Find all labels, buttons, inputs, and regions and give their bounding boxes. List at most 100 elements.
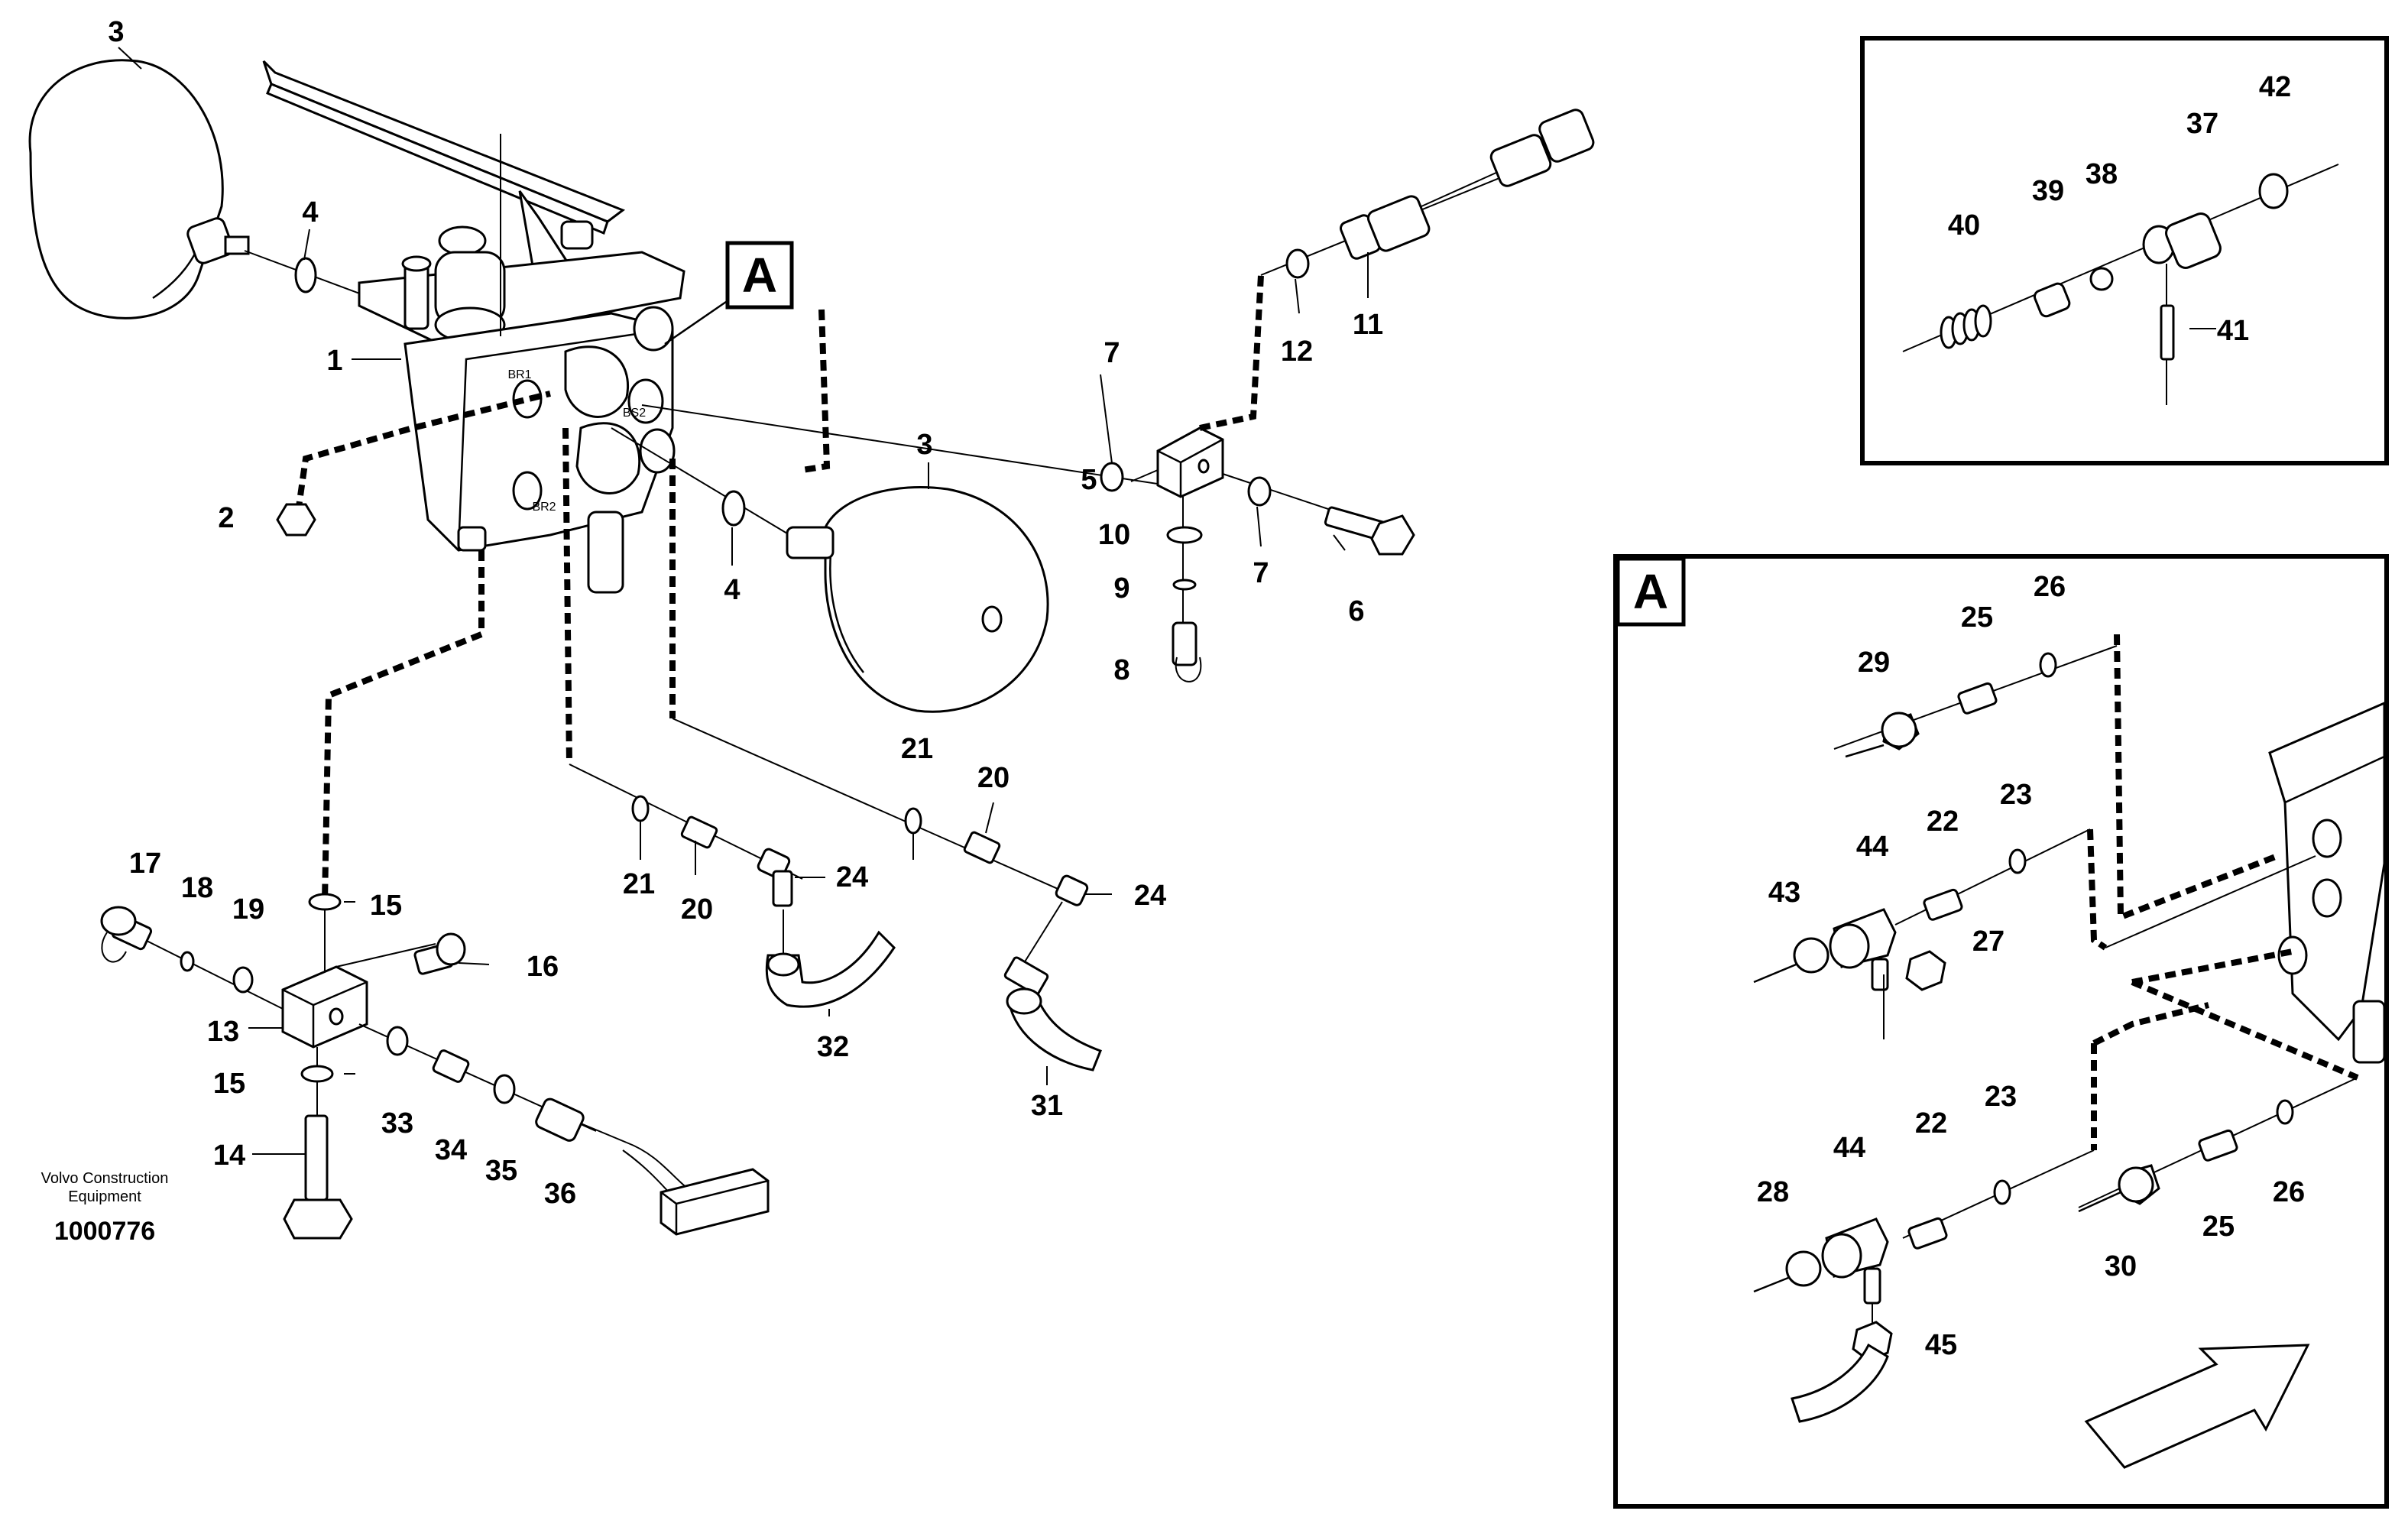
callout-44-lower: 44 bbox=[1833, 1132, 1865, 1164]
main-a-letter: A bbox=[742, 248, 777, 303]
accumulator-upper bbox=[28, 59, 250, 319]
ball-38 bbox=[2089, 267, 2114, 291]
port-label-br1: BR1 bbox=[507, 368, 531, 381]
callout-30: 30 bbox=[2105, 1250, 2137, 1282]
callout-37: 37 bbox=[2186, 108, 2218, 140]
nipple-34 bbox=[432, 1049, 470, 1083]
callout-5: 5 bbox=[1081, 464, 1097, 496]
callout-13: 13 bbox=[207, 1016, 239, 1048]
callout-38: 38 bbox=[2086, 158, 2118, 190]
seal-10 bbox=[1166, 526, 1203, 544]
seal-9 bbox=[1172, 579, 1197, 591]
tee-44-upper bbox=[1829, 908, 1897, 991]
elbow-24-left bbox=[757, 848, 793, 907]
callout-21-right: 21 bbox=[901, 733, 933, 765]
plug-16 bbox=[413, 932, 466, 975]
seat-37 bbox=[2142, 212, 2222, 269]
direction-arrow bbox=[2084, 1344, 2310, 1469]
callout-3-lower: 3 bbox=[916, 429, 932, 461]
callout-31: 31 bbox=[1031, 1090, 1063, 1122]
callout-43: 43 bbox=[1768, 877, 1800, 909]
callout-4-upper: 4 bbox=[302, 196, 318, 229]
callout-3-upper: 3 bbox=[108, 16, 124, 48]
callout-26-upper: 26 bbox=[2034, 571, 2066, 603]
nipple-22-upper bbox=[1923, 888, 1963, 921]
bolt-6 bbox=[1324, 506, 1415, 556]
nipple-25-upper bbox=[1957, 682, 1998, 715]
nipple-20-left bbox=[680, 815, 718, 849]
callout-26-lower: 26 bbox=[2273, 1176, 2305, 1208]
brand-line-1: Volvo Construction bbox=[41, 1170, 169, 1187]
washer-7-lower bbox=[1247, 476, 1272, 507]
o-ring-18 bbox=[180, 951, 195, 972]
callout-22-upper: 22 bbox=[1927, 806, 1959, 838]
leader-lines bbox=[118, 47, 2216, 1155]
brake-valve-body: BR1 BS2 BR2 bbox=[262, 60, 685, 594]
o-ring-4-lower bbox=[721, 490, 746, 527]
callout-8: 8 bbox=[1113, 654, 1129, 686]
detail-a-label-box: A bbox=[1616, 556, 1686, 627]
elbow-24-right bbox=[1055, 874, 1089, 906]
callout-16: 16 bbox=[527, 951, 559, 983]
o-ring-26-upper bbox=[2039, 652, 2057, 678]
washer-12 bbox=[1285, 248, 1310, 279]
callout-24-right: 24 bbox=[1134, 880, 1166, 912]
callout-42: 42 bbox=[2259, 71, 2291, 103]
callout-24-left: 24 bbox=[836, 861, 868, 893]
callout-21-left: 21 bbox=[623, 868, 655, 900]
inset-frame-top-right bbox=[1860, 36, 2389, 465]
plug-27 bbox=[1905, 950, 1946, 991]
branding: Volvo Construction Equipment 1000776 bbox=[41, 1170, 169, 1246]
hose-31 bbox=[1003, 956, 1102, 1071]
callout-6: 6 bbox=[1348, 595, 1364, 627]
callout-22-lower: 22 bbox=[1915, 1107, 1947, 1140]
callout-15-upper: 15 bbox=[370, 890, 402, 922]
callout-7-upper: 7 bbox=[1104, 337, 1120, 369]
brand-line-2: Equipment bbox=[68, 1188, 141, 1205]
callout-labels: 1 2 3 3 4 4 5 6 7 7 8 9 10 11 12 13 14 1… bbox=[108, 16, 2305, 1361]
hose-43 bbox=[1753, 937, 1829, 984]
test-nipple-17 bbox=[100, 906, 153, 963]
callout-28: 28 bbox=[1757, 1176, 1789, 1208]
callout-25-lower: 25 bbox=[2202, 1211, 2235, 1243]
junction-block-5 bbox=[1156, 426, 1224, 498]
callout-35: 35 bbox=[485, 1155, 517, 1187]
o-ring-21-left bbox=[631, 795, 650, 822]
o-ring-26-lower bbox=[2276, 1099, 2294, 1125]
callout-7-lower: 7 bbox=[1253, 557, 1269, 589]
main-a-label-box: A bbox=[725, 241, 794, 310]
elbow-45 bbox=[1791, 1321, 1893, 1423]
callout-9: 9 bbox=[1113, 572, 1129, 605]
junction-block-13 bbox=[281, 965, 368, 1049]
callout-20-left: 20 bbox=[681, 893, 713, 926]
washer-15-lower bbox=[300, 1065, 334, 1083]
callout-36: 36 bbox=[544, 1178, 576, 1210]
callout-44-upper: 44 bbox=[1856, 831, 1888, 863]
callout-1: 1 bbox=[326, 345, 342, 377]
washer-7-upper bbox=[1100, 462, 1124, 492]
nipple-22-lower bbox=[1907, 1217, 1948, 1250]
o-ring-42 bbox=[2258, 173, 2289, 209]
washer-33 bbox=[386, 1026, 409, 1056]
washer-35 bbox=[493, 1074, 516, 1104]
callout-10: 10 bbox=[1098, 519, 1130, 551]
accumulator-lower bbox=[786, 486, 1049, 713]
callout-45: 45 bbox=[1925, 1329, 1957, 1361]
callout-33: 33 bbox=[381, 1107, 413, 1140]
callout-39: 39 bbox=[2032, 175, 2064, 207]
callout-25-upper: 25 bbox=[1961, 601, 1993, 634]
washer-15-upper bbox=[308, 893, 342, 911]
hose-28 bbox=[1753, 1250, 1822, 1293]
valve-39 bbox=[2034, 282, 2071, 318]
callout-18: 18 bbox=[181, 872, 213, 904]
nipple-25-lower bbox=[2198, 1129, 2238, 1162]
spring-40 bbox=[1940, 304, 1992, 349]
callout-20-right: 20 bbox=[977, 762, 1010, 794]
o-ring-23-lower bbox=[1993, 1179, 2011, 1205]
hose-30 bbox=[2078, 1164, 2160, 1213]
port-label-bs2: BS2 bbox=[623, 407, 646, 420]
callout-27: 27 bbox=[1972, 926, 2005, 958]
o-ring-4-upper bbox=[294, 257, 317, 293]
callout-23-lower: 23 bbox=[1985, 1081, 2017, 1113]
